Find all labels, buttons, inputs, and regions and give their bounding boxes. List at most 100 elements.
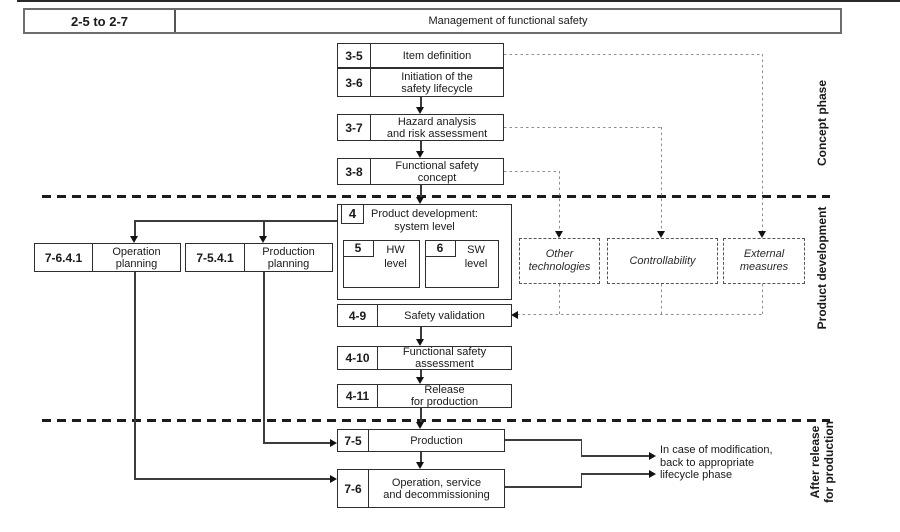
box-text-functional-safety-concept: Functional safety concept: [395, 159, 479, 184]
step-76-up: [580, 473, 582, 487]
arrowhead-controllability: [657, 231, 665, 238]
arrowhead-other-technologies: [555, 231, 563, 238]
box-item-definition: 3-5 Item definition: [337, 43, 504, 68]
box-text-sw-level: SW level: [464, 244, 488, 270]
dotted-line-to-external-measures: [762, 54, 764, 234]
dotted-line-to-other-technologies: [559, 171, 561, 234]
arrowhead-75: [416, 422, 424, 429]
box-text-operation-service: Operation, service and decommissioning: [383, 476, 490, 501]
arrowhead-note-1: [649, 452, 656, 460]
dotted-line-35-right: [504, 54, 762, 56]
box-id-4-10: 4-10: [338, 347, 378, 369]
box-id-6: 6: [424, 239, 456, 257]
box-production: 7-5 Production: [337, 429, 505, 452]
box-other-technologies: Other technologies: [519, 238, 600, 284]
step-75-down: [580, 439, 582, 456]
box-sw-level: 6 SW level: [424, 239, 499, 288]
box-safety-validation: 4-9 Safety validation: [337, 304, 512, 327]
phase-label-after-release: After release for production: [808, 421, 836, 503]
dotted-drop-controllability: [661, 284, 663, 315]
separator-concept-product: [42, 195, 830, 198]
box-controllability: Controllability: [607, 238, 718, 284]
phase-label-product-development: Product development: [815, 206, 829, 330]
arrowhead-4: [416, 197, 424, 204]
box-text-operation-planning: Operation planning: [112, 245, 161, 270]
arrowhead-into-76: [330, 475, 337, 483]
connector-4-planning: [135, 220, 338, 222]
line-production-planning-to-75: [263, 272, 265, 443]
phase-label-concept: Concept phase: [815, 80, 829, 167]
arrowhead-note-2: [649, 470, 656, 478]
connector-75-76: [420, 452, 422, 463]
box-id-3-6: 3-6: [338, 69, 371, 96]
box-functional-safety-assessment: 4-10 Functional safety assessment: [337, 346, 512, 370]
box-id-4-11: 4-11: [338, 385, 378, 407]
box-text-product-development: Product development: system level: [370, 208, 478, 233]
arrowhead-operation-planning: [130, 236, 138, 243]
box-product-development: 4 Product development: system level 5 HW…: [337, 203, 512, 300]
dotted-line-to-controllability: [661, 127, 663, 234]
box-id-7-6: 7-6: [338, 470, 369, 507]
drop-operation-planning: [134, 220, 136, 237]
separator-product-afterrelease: [42, 419, 830, 422]
box-id-3-8: 3-8: [338, 159, 371, 184]
line-76-right: [505, 486, 582, 488]
line-into-75: [263, 442, 331, 444]
line-75-right: [505, 439, 582, 441]
arrowhead-76: [416, 462, 424, 469]
arrowhead-37: [416, 107, 424, 114]
header-clause-range: 2-5 to 2-7: [25, 10, 176, 32]
dotted-line-38-right: [504, 171, 560, 173]
page-top-rule: [17, 0, 900, 2]
box-release-for-production: 4-11 Release for production: [337, 384, 512, 408]
box-operation-planning: 7-6.4.1 Operation planning: [34, 243, 181, 272]
box-initiation: 3-6 Initiation of the safety lifecycle: [337, 68, 504, 97]
box-text-functional-safety-assessment: Functional safety assessment: [402, 346, 487, 370]
connector-411-75: [420, 408, 422, 423]
box-hw-level: 5 HW level: [342, 239, 420, 288]
arrowhead-38: [416, 151, 424, 158]
modification-note: In case of modification, back to appropr…: [660, 444, 773, 481]
box-id-7-5: 7-5: [338, 430, 369, 451]
connector-410-411: [420, 370, 422, 378]
box-text-production: Production: [410, 434, 463, 447]
box-id-5: 5: [342, 239, 374, 257]
box-production-planning: 7-5.4.1 Production planning: [185, 243, 333, 272]
dotted-drop-other-technologies: [559, 284, 561, 315]
arrowhead-safety-validation: [511, 311, 518, 319]
box-id-7-6-4-1: 7-6.4.1: [35, 244, 93, 271]
connector-49-410: [420, 327, 422, 340]
box-text-hw-level: HW level: [384, 244, 407, 270]
box-id-3-5: 3-5: [338, 44, 371, 67]
box-text-initiation: Initiation of the safety lifecycle: [401, 70, 473, 95]
box-text-safety-validation: Safety validation: [404, 309, 485, 322]
box-hazard-analysis: 3-7 Hazard analysis and risk assessment: [337, 114, 504, 141]
box-id-4: 4: [341, 203, 364, 224]
line-into-76: [134, 478, 331, 480]
dotted-line-37-right: [504, 127, 661, 129]
connector-37-38: [420, 141, 422, 152]
arrowhead-into-75: [330, 439, 337, 447]
box-text-hazard-analysis: Hazard analysis and risk assessment: [386, 115, 488, 140]
line-76-to-note: [580, 473, 650, 475]
management-header-bar: 2-5 to 2-7 Management of functional safe…: [23, 8, 842, 34]
line-operation-planning-to-76: [134, 272, 136, 479]
dotted-line-to-safety-validation: [517, 314, 763, 316]
arrowhead-410: [416, 339, 424, 346]
arrowhead-411: [416, 377, 424, 384]
drop-production-planning: [263, 220, 265, 237]
connector-36-37: [420, 96, 422, 108]
box-id-7-5-4-1: 7-5.4.1: [186, 244, 245, 271]
box-text-item-definition: Item definition: [402, 49, 472, 62]
box-text-release-for-production: Release for production: [410, 384, 479, 408]
header-title: Management of functional safety: [428, 15, 588, 27]
box-id-4-9: 4-9: [338, 305, 378, 326]
connector-38-4: [420, 185, 422, 198]
box-functional-safety-concept: 3-8 Functional safety concept: [337, 158, 504, 185]
box-operation-service: 7-6 Operation, service and decommissioni…: [337, 469, 505, 508]
box-id-3-7: 3-7: [338, 115, 371, 140]
box-text-production-planning: Production planning: [262, 245, 315, 270]
arrowhead-external-measures: [758, 231, 766, 238]
dotted-drop-external-measures: [762, 284, 764, 315]
